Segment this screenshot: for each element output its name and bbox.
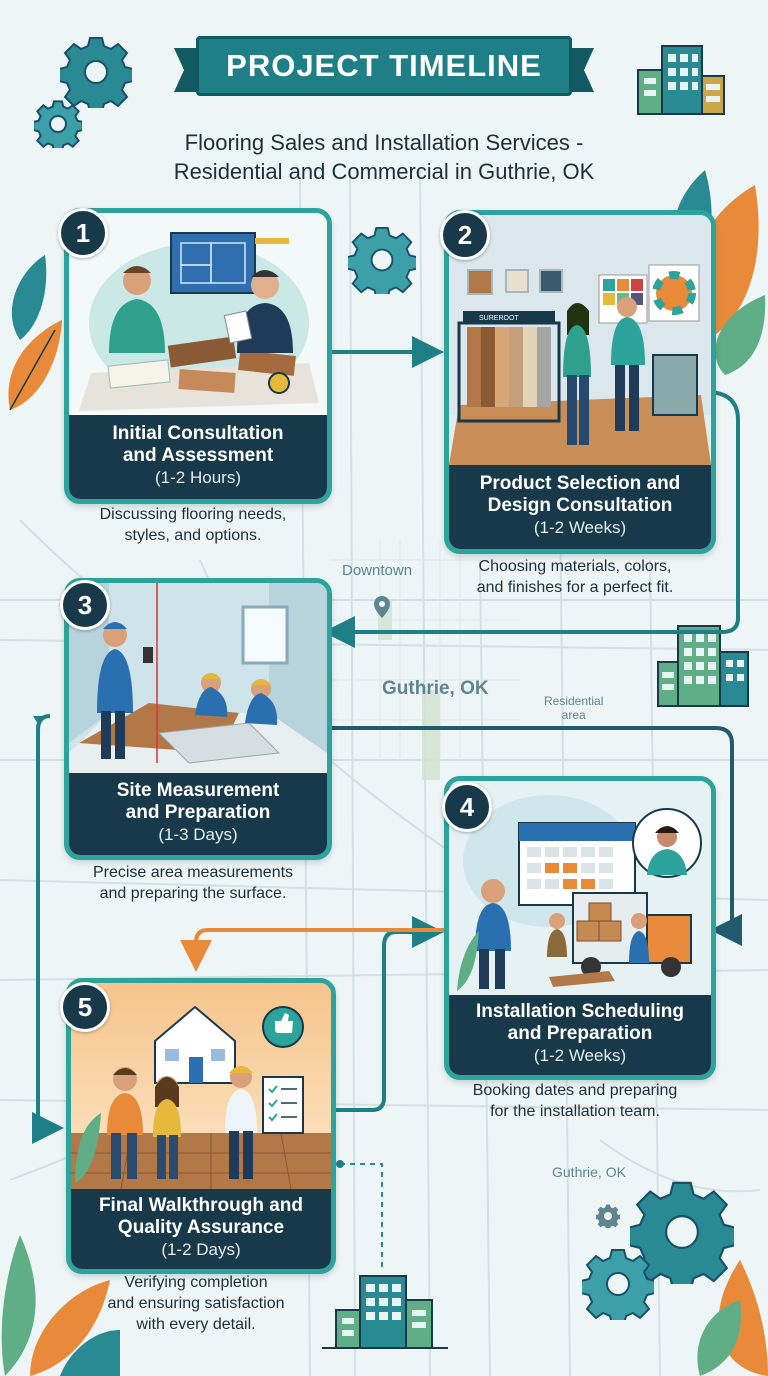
step-2-badge: 2 <box>440 210 490 260</box>
step-3-title: Site Measurement <box>116 780 280 801</box>
step-5-title: Quality Assurance <box>117 1217 285 1238</box>
step-1-badge: 1 <box>58 208 108 258</box>
gear-icon <box>630 1181 734 1284</box>
subtitle: Flooring Sales and Installation Services… <box>80 128 688 186</box>
step-1-duration: (1-2 Hours) <box>155 468 241 487</box>
title-banner: PROJECT TIMELINE <box>174 30 594 102</box>
map-label-residential: Residential area <box>544 694 604 722</box>
step-3-title: and Preparation <box>125 802 271 823</box>
step-2-title: Product Selection and <box>479 473 681 494</box>
subtitle-line: Flooring Sales and Installation Services… <box>184 130 584 155</box>
step-5-duration: (1-2 Days) <box>161 1240 241 1259</box>
step-3-duration: (1-3 Days) <box>158 825 238 844</box>
step-3-band: Site Measurement and Preparation (1-3 Da… <box>69 773 327 855</box>
building-icon <box>657 625 749 707</box>
map-label-corner: Guthrie, OK <box>552 1164 626 1180</box>
step-4-badge: 4 <box>442 782 492 832</box>
arrow-loop-left <box>31 714 64 1144</box>
page-title: PROJECT TIMELINE <box>226 48 542 83</box>
step-4-title: and Preparation <box>507 1023 653 1044</box>
step-card-3: Site Measurement and Preparation (1-3 Da… <box>64 578 332 860</box>
consultation-illustration <box>69 213 327 413</box>
leaf-icon <box>8 255 62 411</box>
leaf-icon <box>1 1235 120 1376</box>
step-5-badge: 5 <box>60 982 110 1032</box>
step-1-title: Initial Consultation <box>112 423 284 444</box>
gear-icon <box>582 1249 654 1320</box>
arrow-5-to-4 <box>322 916 444 1112</box>
gear-icon <box>34 100 82 148</box>
step-1-band: Initial Consultation and Assessment (1-2… <box>69 415 327 499</box>
step-card-1: Initial Consultation and Assessment (1-2… <box>64 208 332 504</box>
map-label-downtown: Downtown <box>342 562 413 579</box>
step-5-band: Final Walkthrough and Quality Assurance … <box>71 1189 331 1269</box>
scheduling-illustration <box>449 781 711 995</box>
showroom-sign: SUREROOT <box>479 315 519 322</box>
step-card-4: Installation Scheduling and Preparation … <box>444 776 716 1080</box>
arrow-2-to-3 <box>323 390 740 648</box>
step-2-band: Product Selection and Design Consultatio… <box>449 465 711 549</box>
step-4-description: Booking dates and preparing for the inst… <box>472 1082 678 1120</box>
step-3-description: Precise area measurements and preparing … <box>92 864 294 902</box>
step-2-description: Choosing materials, colors, and finishes… <box>476 558 674 596</box>
building-icon <box>637 45 725 115</box>
step-4-title: Installation Scheduling <box>476 1001 684 1022</box>
leaf-icon <box>697 1260 768 1376</box>
step-5-title: Final Walkthrough and <box>98 1195 304 1216</box>
arrow-4-to-5 <box>180 928 444 972</box>
arrow-3-to-4 <box>322 726 742 946</box>
step-4-band: Installation Scheduling and Preparation … <box>449 995 711 1075</box>
building-icon <box>322 1275 448 1349</box>
step-2-title: Design Consultation <box>487 495 673 516</box>
step-card-5: Final Walkthrough and Quality Assurance … <box>66 978 336 1274</box>
walkthrough-illustration <box>71 983 331 1189</box>
gear-icon <box>348 226 416 294</box>
step-1-title: and Assessment <box>122 445 274 466</box>
step-4-duration: (1-2 Weeks) <box>533 1046 627 1065</box>
measurement-illustration <box>69 583 327 773</box>
map-label-city: Guthrie, OK <box>382 678 489 699</box>
step-5-description: Verifying completion and ensuring satisf… <box>107 1274 285 1333</box>
step-card-2: SUREROOT Product Selection and Design Co… <box>444 210 716 554</box>
gear-icon <box>596 1204 620 1228</box>
thumbs-up-icon <box>275 1013 293 1033</box>
dashed-path <box>340 1163 383 1270</box>
step-3-badge: 3 <box>60 580 110 630</box>
gear-icon <box>60 37 132 108</box>
calendar-icon <box>518 822 636 906</box>
subtitle-line: Residential and Commercial in Guthrie, O… <box>173 159 595 184</box>
map-pin-icon <box>374 596 390 618</box>
step-1-description: Discussing flooring needs, styles, and o… <box>99 506 287 544</box>
showroom-illustration: SUREROOT <box>449 215 711 465</box>
step-2-duration: (1-2 Weeks) <box>533 518 627 537</box>
